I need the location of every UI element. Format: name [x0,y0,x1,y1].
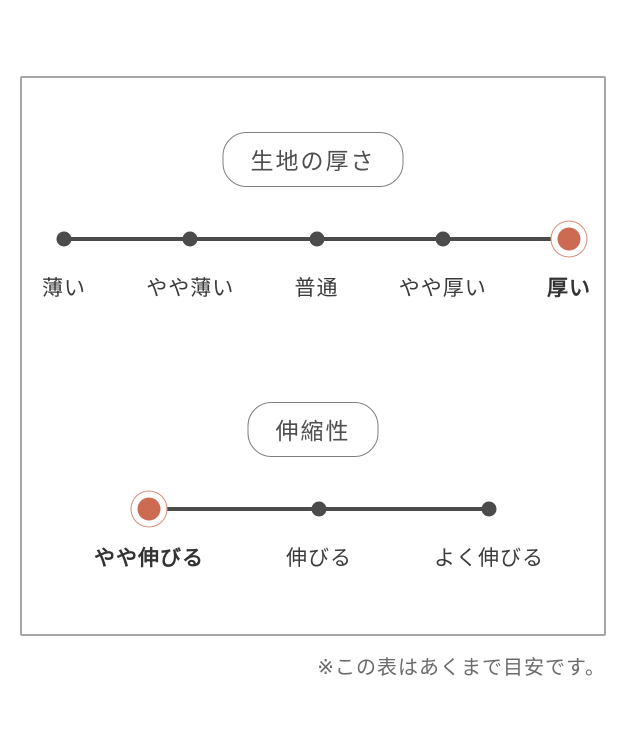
stretch-label-1-selected: やや伸びる [94,547,204,570]
stretch-title: 伸縮性 [275,418,351,444]
thickness-dot-3 [309,231,324,247]
spec-box: 生地の厚さ 薄い やや薄い 普通 やや厚い 厚い 伸縮性 やや伸 [20,76,606,636]
thickness-title-pill: 生地の厚さ [222,132,404,187]
stretch-dot-3 [481,501,497,517]
thickness-label-5-selected: 厚い [547,277,591,300]
stretch-dot-1-selected [137,497,161,521]
thickness-dot-1 [56,231,72,247]
stretch-title-pill: 伸縮性 [247,402,379,457]
stretch-dot-2 [311,501,327,517]
thickness-label-2: やや薄い [146,277,235,300]
footer-note: ※この表はあくまで目安です。 [317,657,606,679]
stretch-label-2: 伸びる [286,547,352,570]
thickness-dot-4 [435,231,451,247]
thickness-label-3: 普通 [294,277,339,300]
thickness-dot-2 [182,231,198,247]
stretch-label-3: よく伸びる [434,547,544,570]
thickness-title: 生地の厚さ [250,148,376,174]
thickness-dot-5-selected [557,227,581,251]
thickness-label-4: やや厚い [398,277,487,300]
thickness-label-1: 薄い [42,277,86,300]
